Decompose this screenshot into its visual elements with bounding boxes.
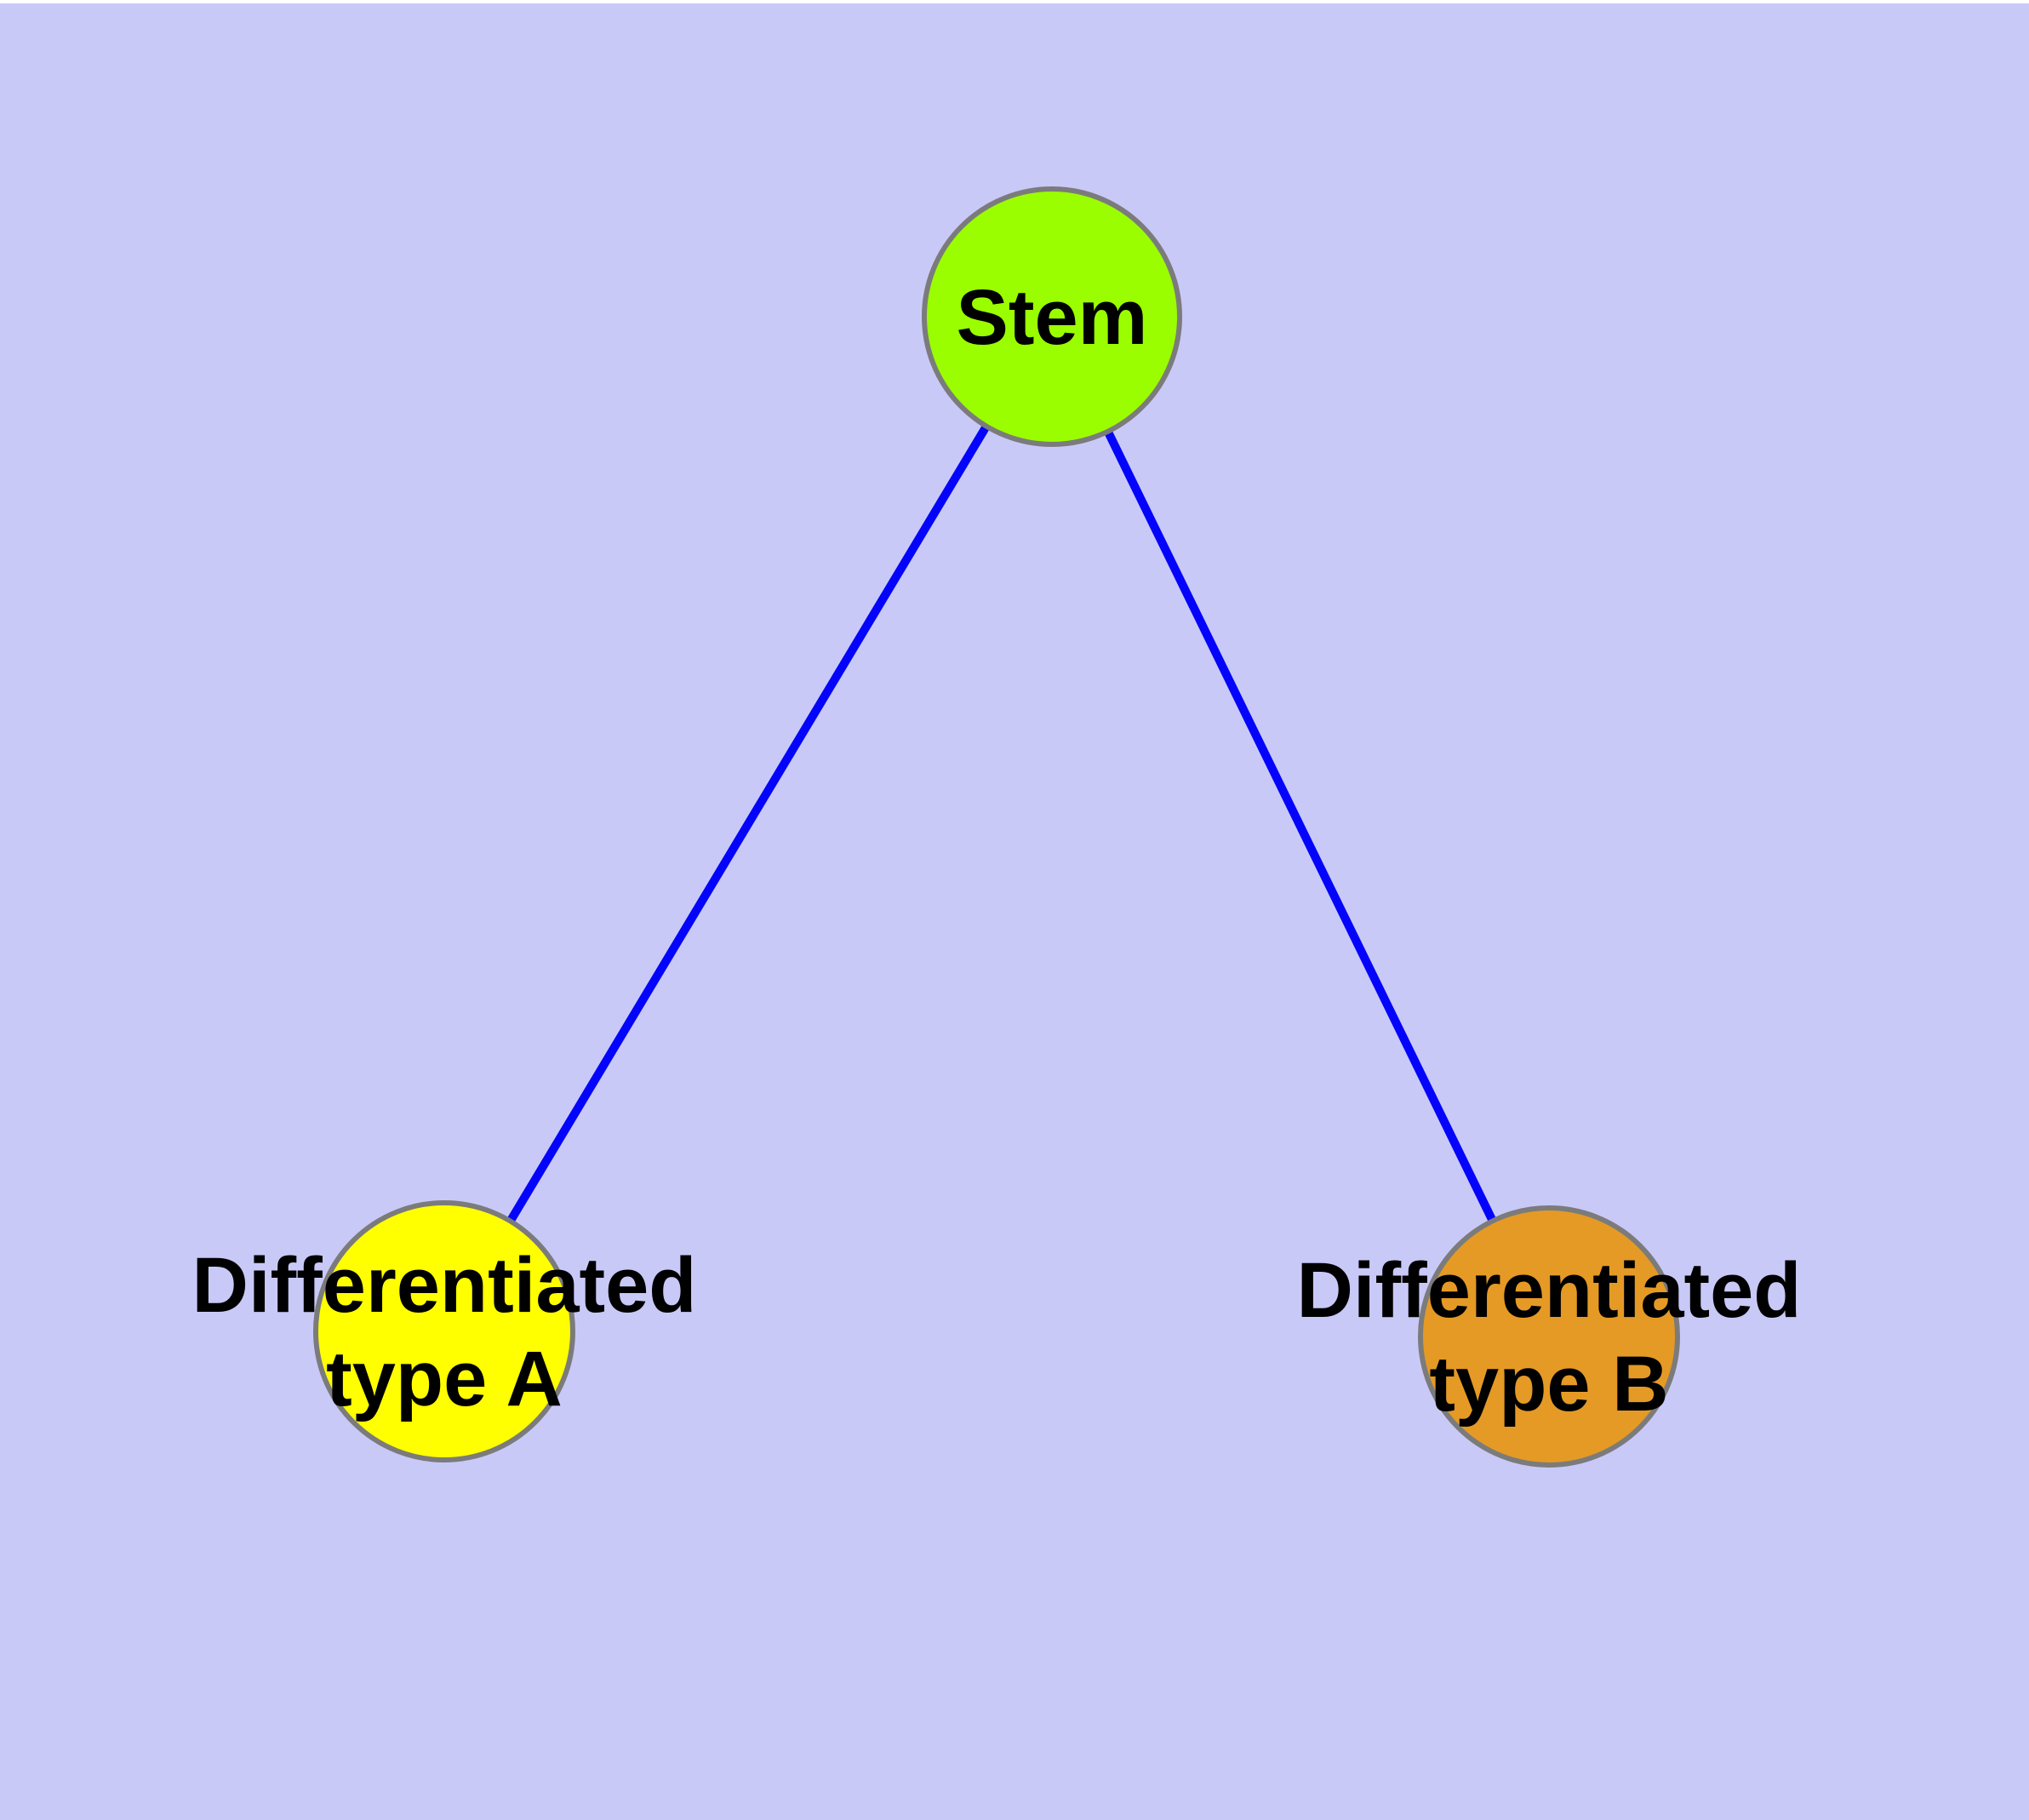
node-differentiated-type-a xyxy=(313,1200,575,1462)
node-differentiated-type-b xyxy=(1418,1205,1680,1468)
node-label-line: Differentiated xyxy=(192,1242,697,1329)
edge-stem-to-differentiated-type-b xyxy=(1048,314,1553,1339)
node-label-stem: Stem xyxy=(957,274,1148,361)
node-label-line: type A xyxy=(326,1336,563,1422)
node-label-line: Stem xyxy=(957,274,1148,361)
node-label-line: type B xyxy=(1429,1341,1668,1428)
node-label-line: Differentiated xyxy=(1297,1247,1802,1334)
node-stem xyxy=(922,186,1182,447)
edge-stem-to-differentiated-type-a xyxy=(440,314,1056,1334)
